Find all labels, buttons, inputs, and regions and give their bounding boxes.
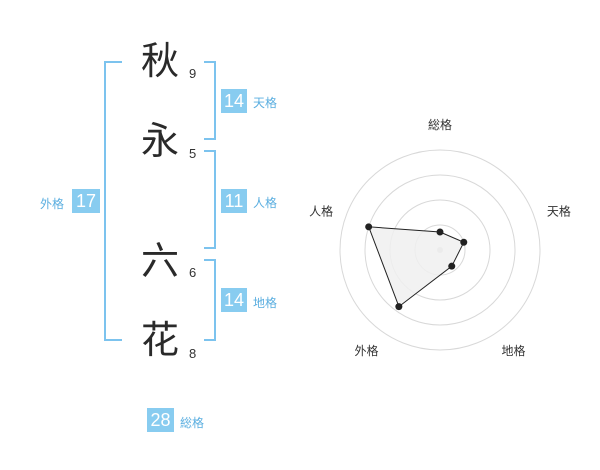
radar-point-4 — [395, 303, 403, 311]
radar-area — [367, 226, 465, 308]
radar-point-5 — [365, 223, 373, 231]
soukaku-label: 総格 — [180, 416, 205, 430]
tenkaku-bracket — [204, 61, 216, 140]
radar-point-3 — [448, 262, 456, 270]
radar-axis-label-5: 人格 — [309, 203, 333, 218]
name-char-1: 秋 — [141, 39, 180, 83]
gaikaku-value: 17 — [72, 189, 100, 213]
chikaku-bracket — [204, 259, 216, 341]
stroke-count-1: 9 — [189, 66, 197, 81]
chikaku-label: 地格 — [253, 296, 278, 310]
radar-axis-label-1: 総格 — [428, 117, 452, 132]
radar-ring — [339, 149, 541, 351]
gaikaku-bracket — [104, 61, 122, 341]
name-char-4: 花 — [141, 318, 180, 362]
radar-point-1 — [436, 228, 444, 236]
stroke-count-2: 5 — [189, 146, 197, 161]
chikaku-value: 14 — [221, 288, 247, 312]
radar-point-2 — [460, 238, 468, 246]
jinkaku-bracket — [204, 150, 216, 249]
radar-axis-label-3: 地格 — [501, 343, 525, 358]
stroke-count-4: 8 — [189, 346, 197, 361]
radar-axis-label-4: 外格 — [354, 343, 378, 358]
name-char-3: 六 — [141, 239, 180, 283]
name-char-2: 永 — [141, 119, 180, 163]
soukaku-value: 28 — [147, 408, 174, 432]
radar-axis-label-2: 天格 — [547, 203, 571, 218]
tenkaku-value: 14 — [221, 89, 247, 113]
radar-ring — [364, 174, 516, 326]
stroke-count-3: 6 — [189, 265, 197, 280]
jinkaku-value: 11 — [221, 189, 247, 213]
gaikaku-label: 外格 — [40, 197, 65, 211]
tenkaku-label: 天格 — [253, 96, 278, 110]
jinkaku-label: 人格 — [253, 196, 278, 210]
